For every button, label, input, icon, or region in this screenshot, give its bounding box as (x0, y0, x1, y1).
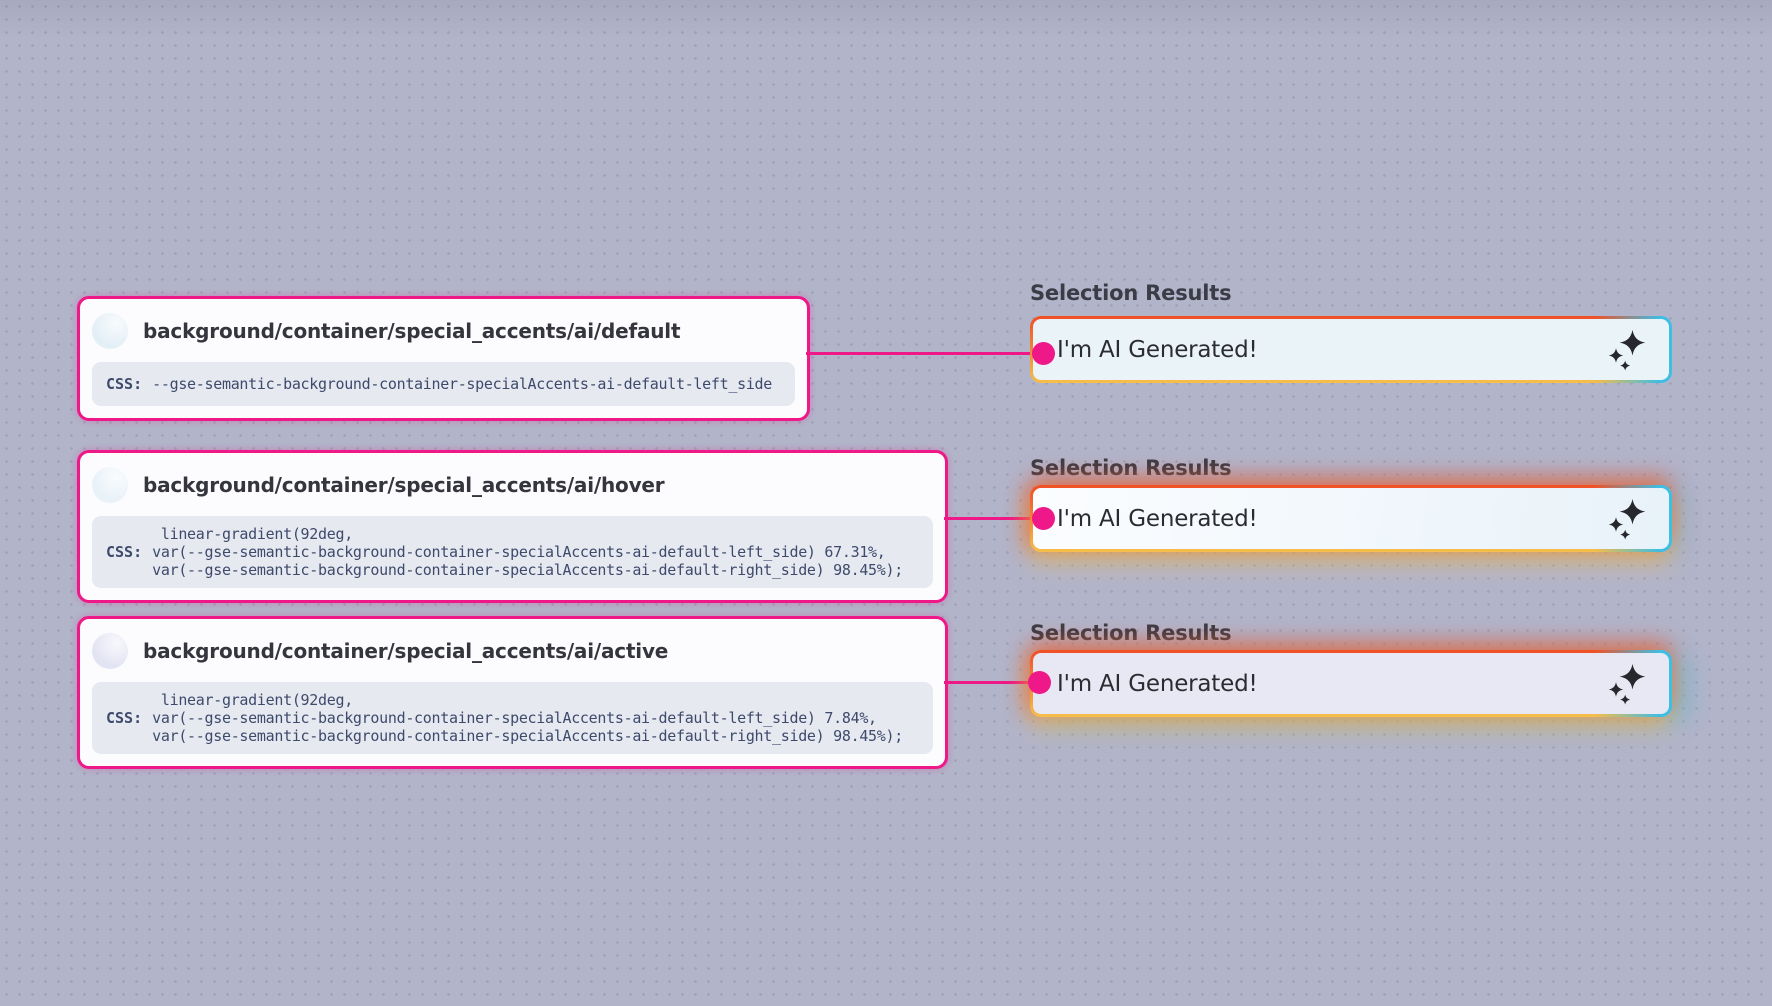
css-code-block: CSS: --gse-semantic-background-container… (92, 362, 795, 406)
ai-preview-surface: I'm AI Generated! (1033, 488, 1669, 549)
connector-line (944, 681, 1040, 684)
token-card-hover[interactable]: background/container/special_accents/ai/… (77, 450, 948, 603)
ai-generated-label: I'm AI Generated! (1057, 670, 1258, 697)
css-label: CSS: (106, 375, 143, 393)
ai-preview-hover[interactable]: I'm AI Generated! (1030, 485, 1672, 552)
color-swatch (92, 313, 128, 349)
ai-generated-label: I'm AI Generated! (1057, 505, 1258, 532)
sparkles-icon (1608, 498, 1646, 540)
selection-results-heading: Selection Results (1030, 621, 1232, 645)
token-title: background/container/special_accents/ai/… (143, 473, 665, 497)
css-code-block: CSS: linear-gradient(92deg, var(--gse-se… (92, 516, 933, 588)
ai-preview-active[interactable]: I'm AI Generated! (1030, 650, 1672, 717)
token-card-header: background/container/special_accents/ai/… (92, 631, 933, 671)
css-line: var(--gse-semantic-background-container-… (152, 543, 886, 561)
token-card-default[interactable]: background/container/special_accents/ai/… (77, 296, 810, 421)
connector-dot (1028, 671, 1051, 694)
connector-dot (1032, 507, 1055, 530)
selection-results-heading: Selection Results (1030, 456, 1232, 480)
token-title: background/container/special_accents/ai/… (143, 639, 669, 663)
css-value: linear-gradient(92deg, var(--gse-semanti… (152, 691, 903, 745)
token-card-header: background/container/special_accents/ai/… (92, 465, 933, 505)
css-value: linear-gradient(92deg, var(--gse-semanti… (152, 525, 903, 579)
sparkles-icon (1608, 663, 1646, 705)
ai-preview-surface: I'm AI Generated! (1033, 653, 1669, 714)
ai-generated-label: I'm AI Generated! (1057, 336, 1258, 363)
css-value: --gse-semantic-background-container-spec… (152, 375, 772, 393)
css-line: var(--gse-semantic-background-container-… (152, 709, 877, 727)
connector-line (944, 517, 1046, 520)
color-swatch (92, 467, 128, 503)
css-label: CSS: (106, 543, 143, 561)
css-line: linear-gradient(92deg, (152, 525, 353, 543)
selection-results-heading: Selection Results (1030, 281, 1232, 305)
ai-preview-default[interactable]: I'm AI Generated! (1030, 316, 1672, 383)
css-line: --gse-semantic-background-container-spec… (152, 375, 773, 393)
css-code-block: CSS: linear-gradient(92deg, var(--gse-se… (92, 682, 933, 754)
css-label: CSS: (106, 709, 143, 727)
connector-line (806, 352, 1046, 355)
css-line: var(--gse-semantic-background-container-… (152, 561, 903, 579)
token-card-header: background/container/special_accents/ai/… (92, 311, 795, 351)
css-line: var(--gse-semantic-background-container-… (152, 727, 903, 745)
color-swatch (92, 633, 128, 669)
ai-preview-surface: I'm AI Generated! (1033, 319, 1669, 380)
token-card-active[interactable]: background/container/special_accents/ai/… (77, 616, 948, 769)
connector-dot (1032, 342, 1055, 365)
token-title: background/container/special_accents/ai/… (143, 319, 681, 343)
sparkles-icon (1608, 329, 1646, 371)
css-line: linear-gradient(92deg, (152, 691, 353, 709)
